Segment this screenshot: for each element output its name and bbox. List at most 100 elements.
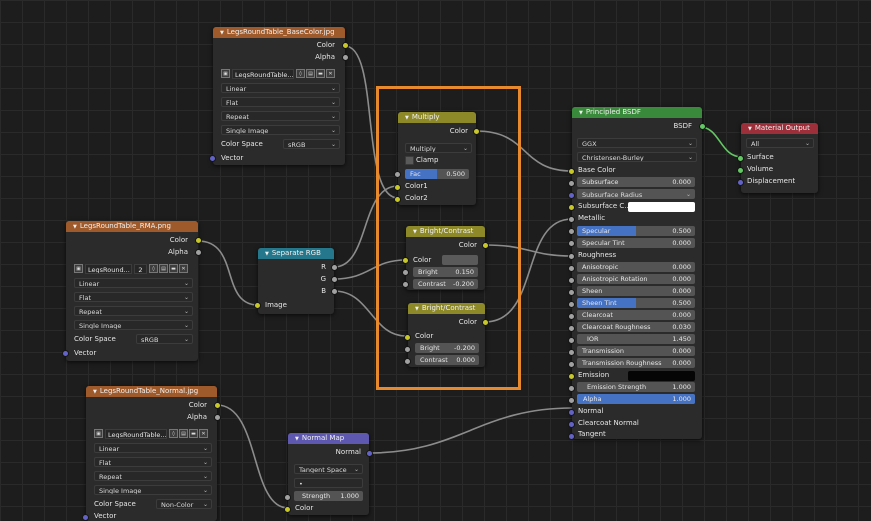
input-vector-socket[interactable] xyxy=(209,155,216,162)
extension-dropdown[interactable]: Repeat⌄ xyxy=(74,306,193,316)
input-vector-socket[interactable] xyxy=(82,514,89,521)
input-sheen-socket[interactable] xyxy=(568,289,575,296)
image-selector[interactable]: ▣ LegsRoundTable... ◊ ▤ ▬ ✕ xyxy=(221,69,341,79)
image-name-field[interactable]: LegsRoundTable... xyxy=(105,429,167,439)
collapse-triangle-icon[interactable]: ▼ xyxy=(295,436,299,442)
input-displacement-socket[interactable] xyxy=(737,179,744,186)
output-bsdf-socket[interactable] xyxy=(699,123,706,130)
output-b-socket[interactable] xyxy=(331,288,338,295)
input-clearcoat-normal-socket[interactable] xyxy=(568,421,575,428)
output-alpha-socket[interactable] xyxy=(214,414,221,421)
interpolation-dropdown[interactable]: Linear⌄ xyxy=(221,83,340,93)
output-color-socket[interactable] xyxy=(214,402,221,409)
bright-contrast-node-1[interactable]: ▼Bright/Contrast Color Color Bright 0.15… xyxy=(402,226,489,290)
sheen-field[interactable]: Sheen 0.000 xyxy=(577,286,695,296)
input-metallic-socket[interactable] xyxy=(568,216,575,223)
input-surface-socket[interactable] xyxy=(737,155,744,162)
input-normal-socket[interactable] xyxy=(568,409,575,416)
input-clearcoat-roughness-socket[interactable] xyxy=(568,325,575,332)
node-header[interactable]: ▼LegsRoundTable_Normal.jpg xyxy=(86,386,217,397)
color-space-dropdown[interactable]: sRGB⌄ xyxy=(136,334,193,344)
input-fac-socket[interactable] xyxy=(394,171,401,178)
input-color-socket[interactable] xyxy=(284,506,291,513)
target-dropdown[interactable]: All⌄ xyxy=(746,138,814,148)
input-contrast-socket[interactable] xyxy=(402,281,409,288)
input-color1-socket[interactable] xyxy=(394,184,401,191)
anisotropic-rotation-field[interactable]: Anisotropic Rotation 0.000 xyxy=(577,274,695,284)
input-contrast-socket[interactable] xyxy=(404,358,411,365)
bright-field[interactable]: Bright -0.200 xyxy=(415,343,479,353)
open-folder-icon[interactable]: ▬ xyxy=(169,264,178,273)
extension-dropdown[interactable]: Repeat⌄ xyxy=(94,471,212,481)
image-name-field[interactable]: LegsRoundTable... xyxy=(232,69,294,79)
specular-slider[interactable]: Specular 0.500 xyxy=(577,226,695,236)
subsurface-method-dropdown[interactable]: Christensen-Burley⌄ xyxy=(577,152,697,162)
input-anisotropic-rotation-socket[interactable] xyxy=(568,277,575,284)
clearcoat-roughness-field[interactable]: Clearcoat Roughness 0.030 xyxy=(577,322,695,332)
output-color-socket[interactable] xyxy=(195,237,202,244)
input-anisotropic-socket[interactable] xyxy=(568,265,575,272)
user-count-field[interactable]: 2 xyxy=(134,264,147,274)
open-folder-icon[interactable]: ▬ xyxy=(316,69,325,78)
output-alpha-socket[interactable] xyxy=(195,249,202,256)
node-header[interactable]: ▼Separate RGB xyxy=(258,248,334,259)
transmission-roughness-field[interactable]: Transmission Roughness 0.000 xyxy=(577,358,695,368)
emission-strength-field[interactable]: Emission Strength 1.000 xyxy=(577,382,695,392)
source-dropdown[interactable]: Single Image⌄ xyxy=(94,485,212,495)
output-g-socket[interactable] xyxy=(331,276,338,283)
image-texture-node-rma[interactable]: ▼LegsRoundTable_RMA.png Color Alpha ▣ Le… xyxy=(62,221,202,361)
input-roughness-socket[interactable] xyxy=(568,253,575,260)
alpha-slider[interactable]: Alpha 1.000 xyxy=(577,394,695,404)
input-color-socket[interactable] xyxy=(402,257,409,264)
collapse-triangle-icon[interactable]: ▼ xyxy=(220,30,224,36)
input-emission-socket[interactable] xyxy=(568,373,575,380)
space-dropdown[interactable]: Tangent Space⌄ xyxy=(294,464,363,474)
subsurface-color-swatch[interactable] xyxy=(628,202,695,212)
node-header[interactable]: ▼Bright/Contrast xyxy=(406,226,485,237)
image-texture-node-basecolor[interactable]: ▼LegsRoundTable_BaseColor.jpg Color Alph… xyxy=(209,27,349,165)
sheen-tint-slider[interactable]: Sheen Tint 0.500 xyxy=(577,298,695,308)
input-volume-socket[interactable] xyxy=(737,167,744,174)
fake-user-shield-icon[interactable]: ◊ xyxy=(149,264,158,273)
material-output-node[interactable]: ▼Material Output All⌄ Surface Volume Dis… xyxy=(737,123,818,193)
collapse-triangle-icon[interactable]: ▼ xyxy=(73,224,77,230)
input-transmission-socket[interactable] xyxy=(568,349,575,356)
node-header[interactable]: ▼LegsRoundTable_RMA.png xyxy=(66,221,198,232)
output-color-socket[interactable] xyxy=(482,319,489,326)
extension-dropdown[interactable]: Repeat⌄ xyxy=(221,111,340,121)
output-color-socket[interactable] xyxy=(473,128,480,135)
interpolation-dropdown[interactable]: Linear⌄ xyxy=(74,278,193,288)
node-header[interactable]: ▼Multiply xyxy=(398,112,476,123)
input-ior-socket[interactable] xyxy=(568,337,575,344)
projection-dropdown[interactable]: Flat⌄ xyxy=(221,97,340,107)
bright-contrast-node-2[interactable]: ▼Bright/Contrast Color Color Bright -0.2… xyxy=(404,303,489,367)
node-header[interactable]: ▼Normal Map xyxy=(288,433,369,444)
clearcoat-field[interactable]: Clearcoat 0.000 xyxy=(577,310,695,320)
input-bright-socket[interactable] xyxy=(402,269,409,276)
projection-dropdown[interactable]: Flat⌄ xyxy=(74,292,193,302)
input-specular-socket[interactable] xyxy=(568,228,575,235)
fac-slider[interactable]: Fac 0.500 xyxy=(405,169,469,179)
interpolation-dropdown[interactable]: Linear⌄ xyxy=(94,443,212,453)
close-icon[interactable]: ✕ xyxy=(179,264,188,273)
duplicate-image-icon[interactable]: ▤ xyxy=(306,69,315,78)
clamp-checkbox[interactable] xyxy=(405,156,414,165)
close-icon[interactable]: ✕ xyxy=(326,69,335,78)
node-header[interactable]: ▼LegsRoundTable_BaseColor.jpg xyxy=(213,27,345,38)
close-icon[interactable]: ✕ xyxy=(199,429,208,438)
emission-color-swatch[interactable] xyxy=(628,371,695,381)
bright-field[interactable]: Bright 0.150 xyxy=(413,267,478,277)
collapse-triangle-icon[interactable]: ▼ xyxy=(265,251,269,257)
source-dropdown[interactable]: Single Image⌄ xyxy=(221,125,340,135)
image-browse-icon[interactable]: ▣ xyxy=(74,264,83,273)
uv-map-field[interactable]: • xyxy=(294,478,363,488)
duplicate-image-icon[interactable]: ▤ xyxy=(159,264,168,273)
image-selector[interactable]: ▣ LegsRoundTable... ◊ ▤ ▬ ✕ xyxy=(94,429,214,439)
input-color-swatch[interactable] xyxy=(442,255,478,265)
collapse-triangle-icon[interactable]: ▼ xyxy=(93,389,97,395)
output-color-socket[interactable] xyxy=(342,42,349,49)
projection-dropdown[interactable]: Flat⌄ xyxy=(94,457,212,467)
node-header[interactable]: ▼Bright/Contrast xyxy=(408,303,485,314)
input-alpha-socket[interactable] xyxy=(568,397,575,404)
fake-user-shield-icon[interactable]: ◊ xyxy=(169,429,178,438)
